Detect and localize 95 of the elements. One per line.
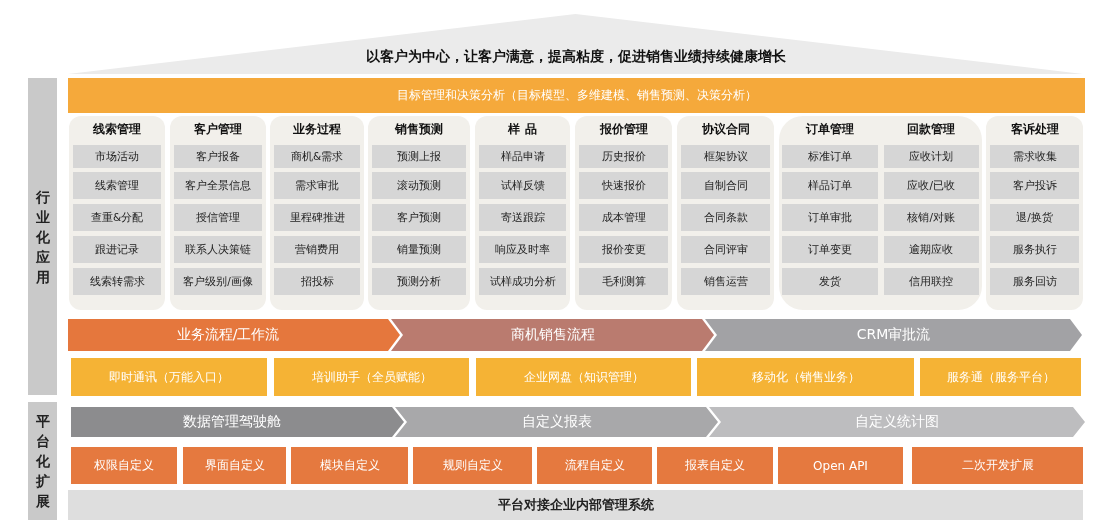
category-panel [575, 116, 672, 310]
feature-tile: 查重&分配 [73, 204, 161, 231]
layer-sidebar [28, 78, 57, 395]
feature-tile: 跟进记录 [73, 236, 161, 263]
feature-tile: 逾期应收 [883, 236, 979, 263]
feature-tile: 退/换货 [990, 204, 1079, 231]
stage-label: 商机销售流程 [510, 326, 595, 344]
category-panel [270, 116, 364, 310]
stage-label: 自定义报表 [521, 413, 592, 431]
feature-tile: 合同评审 [681, 236, 770, 263]
feature-tile: 需求收集 [990, 145, 1079, 168]
feature-tile: 标准订单 [782, 145, 878, 168]
category-panel [475, 116, 570, 310]
feature-tile: 订单审批 [782, 204, 878, 231]
layer-label: 平台化扩展 [35, 412, 50, 511]
panel-heading: 线索管理 [92, 121, 142, 137]
extension-tile: 流程自定义 [537, 447, 652, 484]
panel-heading: 订单管理 [804, 121, 855, 137]
feature-tile: 商机&需求 [274, 145, 360, 168]
feature-tile: 授信管理 [174, 204, 262, 231]
feature-tile: 线索管理 [73, 172, 161, 199]
stage-label: 数据管理驾驶舱 [182, 413, 281, 431]
feature-tile: 历史报价 [579, 145, 668, 168]
extension-tile: 权限自定义 [71, 447, 177, 484]
feature-tile: 需求审批 [274, 172, 360, 199]
module-tile: 服务通（服务平台） [920, 358, 1081, 396]
feature-tile: 应收计划 [883, 145, 979, 168]
feature-tile: 响应及时率 [479, 236, 566, 263]
stage-label: CRM审批流 [856, 326, 931, 344]
feature-tile: 试样成功分析 [479, 268, 566, 295]
feature-tile: 客户级别/画像 [174, 268, 262, 295]
panel-heading: 客诉处理 [1009, 121, 1060, 137]
feature-tile: 客户全景信息 [174, 172, 262, 199]
feature-tile: 客户报备 [174, 145, 262, 168]
feature-tile: 预测分析 [372, 268, 466, 295]
extension-tile: 界面自定义 [183, 447, 286, 484]
category-panel [69, 116, 165, 310]
feature-tile: 滚动预测 [372, 172, 466, 199]
extension-tile: 报表自定义 [657, 447, 773, 484]
panel-heading: 销售预测 [394, 121, 444, 137]
extension-tile: 二次开发扩展 [912, 447, 1083, 484]
module-tile: 即时通讯（万能入口） [71, 358, 267, 396]
feature-tile: 里程碑推进 [274, 204, 360, 231]
extension-tile: 规则自定义 [413, 447, 532, 484]
feature-tile: 框架协议 [681, 145, 770, 168]
panel-heading: 客户管理 [193, 121, 243, 137]
feature-tile: 快速报价 [579, 172, 668, 199]
feature-tile: 自制合同 [681, 172, 770, 199]
layer-sidebar [28, 402, 57, 520]
stage-label: 自定义统计图 [855, 413, 939, 431]
feature-tile: 寄送跟踪 [479, 204, 566, 231]
feature-tile: 线索转需求 [73, 268, 161, 295]
feature-tile: 招投标 [274, 268, 360, 295]
feature-tile: 联系人决策链 [174, 236, 262, 263]
panel-heading: 样 品 [507, 121, 538, 137]
module-tile: 培训助手（全员赋能） [274, 358, 469, 396]
feature-tile: 核销/对账 [883, 204, 979, 231]
category-panel [170, 116, 266, 310]
goal-banner: 目标管理和决策分析（目标模型、多维建模、销售预测、决策分析） [68, 78, 1085, 113]
feature-tile: 服务回访 [990, 268, 1079, 295]
panel-heading: 回款管理 [906, 121, 957, 137]
category-panel [986, 116, 1083, 310]
feature-tile: 订单变更 [782, 236, 878, 263]
feature-tile: 信用联控 [883, 268, 979, 295]
extension-tile: 模块自定义 [291, 447, 408, 484]
extension-tile: Open API [778, 447, 903, 484]
feature-tile: 发货 [782, 268, 878, 295]
feature-tile: 试样反馈 [479, 172, 566, 199]
module-tile: 企业网盘（知识管理） [476, 358, 691, 396]
panel-heading: 协议合同 [700, 121, 751, 137]
feature-tile: 营销费用 [274, 236, 360, 263]
feature-tile: 成本管理 [579, 204, 668, 231]
feature-tile: 合同条款 [681, 204, 770, 231]
feature-tile: 毛利测算 [579, 268, 668, 295]
feature-tile: 样品订单 [782, 172, 878, 199]
feature-tile: 客户投诉 [990, 172, 1079, 199]
category-panel [779, 116, 982, 310]
panel-heading: 业务过程 [292, 121, 342, 137]
module-tile: 移动化（销售业务） [697, 358, 914, 396]
feature-tile: 样品申请 [479, 145, 566, 168]
category-panel [368, 116, 470, 310]
feature-tile: 客户预测 [372, 204, 466, 231]
feature-tile: 销售运营 [681, 268, 770, 295]
category-panel [677, 116, 774, 310]
panel-heading: 报价管理 [598, 121, 649, 137]
feature-tile: 预测上报 [372, 145, 466, 168]
integration-bar: 平台对接企业内部管理系统 [68, 490, 1083, 520]
stage-label: 业务流程/工作流 [176, 326, 280, 344]
slogan-text: 以客户为中心，让客户满意，提高粘度，促进销售业绩持续健康增长 [365, 48, 786, 66]
feature-tile: 销量预测 [372, 236, 466, 263]
feature-tile: 应收/已收 [883, 172, 979, 199]
feature-tile: 报价变更 [579, 236, 668, 263]
feature-tile: 服务执行 [990, 236, 1079, 263]
layer-label: 行业化应用 [35, 187, 50, 287]
feature-tile: 市场活动 [73, 145, 161, 168]
